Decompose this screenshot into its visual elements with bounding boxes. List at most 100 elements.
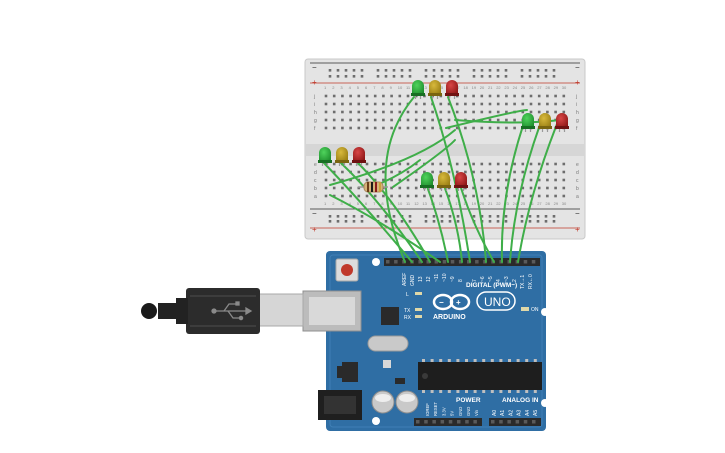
- breadboard-hole[interactable]: [496, 126, 500, 130]
- led-red[interactable]: [445, 80, 459, 99]
- breadboard-hole[interactable]: [390, 126, 393, 130]
- breadboard-hole[interactable]: [349, 102, 352, 106]
- breadboard-hole[interactable]: [341, 194, 344, 198]
- breadboard-hole[interactable]: [341, 126, 344, 130]
- breadboard-hole[interactable]: [472, 162, 475, 166]
- rail-hole[interactable]: [536, 75, 540, 78]
- breadboard-hole[interactable]: [406, 126, 410, 130]
- rail-hole[interactable]: [328, 69, 332, 72]
- rail-hole[interactable]: [448, 215, 452, 218]
- breadboard-hole[interactable]: [513, 170, 516, 174]
- breadboard-hole[interactable]: [431, 126, 434, 130]
- jumper-wire[interactable]: [445, 109, 528, 129]
- breadboard-hole[interactable]: [554, 162, 557, 166]
- breadboard-hole[interactable]: [390, 110, 393, 114]
- breadboard-hole[interactable]: [562, 94, 566, 98]
- breadboard-hole[interactable]: [382, 194, 385, 198]
- breadboard-hole[interactable]: [398, 94, 402, 98]
- breadboard-hole[interactable]: [349, 162, 352, 166]
- breadboard-hole[interactable]: [332, 94, 336, 98]
- breadboard-hole[interactable]: [447, 162, 451, 166]
- breadboard-hole[interactable]: [349, 126, 352, 130]
- rail-hole[interactable]: [472, 215, 476, 218]
- breadboard-hole[interactable]: [357, 94, 361, 98]
- rail-hole[interactable]: [480, 75, 484, 78]
- power-header[interactable]: [414, 418, 482, 426]
- rail-hole[interactable]: [536, 69, 540, 72]
- breadboard-hole[interactable]: [439, 170, 443, 174]
- breadboard-hole[interactable]: [423, 102, 426, 106]
- breadboard-hole[interactable]: [423, 118, 426, 122]
- rail-hole[interactable]: [456, 220, 460, 223]
- breadboard-hole[interactable]: [521, 162, 525, 166]
- breadboard-hole[interactable]: [382, 110, 385, 114]
- breadboard-hole[interactable]: [431, 170, 434, 174]
- breadboard-hole[interactable]: [414, 186, 418, 190]
- rail-hole[interactable]: [376, 69, 380, 72]
- breadboard-hole[interactable]: [398, 102, 402, 106]
- led-green[interactable]: [318, 147, 332, 166]
- breadboard-hole[interactable]: [505, 162, 508, 166]
- breadboard-hole[interactable]: [390, 118, 393, 122]
- rail-hole[interactable]: [544, 69, 548, 72]
- breadboard-hole[interactable]: [423, 110, 426, 114]
- rail-hole[interactable]: [384, 215, 388, 218]
- breadboard-hole[interactable]: [332, 126, 336, 130]
- breadboard-hole[interactable]: [488, 162, 492, 166]
- breadboard-hole[interactable]: [546, 102, 549, 106]
- rail-hole[interactable]: [352, 220, 356, 223]
- breadboard-hole[interactable]: [464, 94, 467, 98]
- breadboard-hole[interactable]: [390, 102, 393, 106]
- jumper-wire[interactable]: [329, 129, 456, 186]
- breadboard-hole[interactable]: [447, 118, 451, 122]
- breadboard-hole[interactable]: [332, 186, 336, 190]
- breadboard-hole[interactable]: [349, 194, 352, 198]
- breadboard-hole[interactable]: [357, 126, 361, 130]
- breadboard-hole[interactable]: [537, 178, 541, 182]
- breadboard-hole[interactable]: [439, 102, 443, 106]
- breadboard-hole[interactable]: [398, 110, 402, 114]
- rail-hole[interactable]: [480, 215, 484, 218]
- rail-hole[interactable]: [544, 75, 548, 78]
- breadboard-hole[interactable]: [455, 126, 459, 130]
- rail-hole[interactable]: [392, 69, 396, 72]
- breadboard-hole[interactable]: [341, 94, 344, 98]
- rail-hole[interactable]: [400, 75, 404, 78]
- breadboard-hole[interactable]: [414, 126, 418, 130]
- breadboard-hole[interactable]: [513, 162, 516, 166]
- breadboard-hole[interactable]: [513, 194, 516, 198]
- rail-hole[interactable]: [344, 69, 348, 72]
- led-yellow[interactable]: [437, 172, 451, 191]
- led-yellow[interactable]: [335, 147, 349, 166]
- jumper-wire[interactable]: [454, 119, 561, 124]
- rail-hole[interactable]: [336, 215, 340, 218]
- breadboard-hole[interactable]: [472, 94, 475, 98]
- breadboard-hole[interactable]: [373, 162, 377, 166]
- rail-hole[interactable]: [328, 215, 332, 218]
- rail-hole[interactable]: [544, 215, 548, 218]
- breadboard-hole[interactable]: [365, 126, 369, 130]
- breadboard-hole[interactable]: [554, 94, 557, 98]
- rail-hole[interactable]: [384, 69, 388, 72]
- breadboard-hole[interactable]: [521, 186, 525, 190]
- breadboard-hole[interactable]: [546, 94, 549, 98]
- breadboard-hole[interactable]: [373, 94, 377, 98]
- breadboard-hole[interactable]: [513, 178, 516, 182]
- breadboard-hole[interactable]: [423, 126, 426, 130]
- breadboard-hole[interactable]: [480, 186, 484, 190]
- breadboard-hole[interactable]: [529, 162, 533, 166]
- breadboard-hole[interactable]: [324, 102, 328, 106]
- breadboard-hole[interactable]: [398, 178, 402, 182]
- breadboard-hole[interactable]: [488, 170, 492, 174]
- rail-hole[interactable]: [360, 69, 364, 72]
- rail-hole[interactable]: [440, 220, 444, 223]
- breadboard-hole[interactable]: [521, 170, 525, 174]
- breadboard-hole[interactable]: [341, 110, 344, 114]
- jumper-wire[interactable]: [322, 161, 413, 263]
- rail-hole[interactable]: [384, 75, 388, 78]
- breadboard-hole[interactable]: [505, 186, 508, 190]
- rail-hole[interactable]: [504, 220, 508, 223]
- breadboard-hole[interactable]: [332, 178, 336, 182]
- breadboard-hole[interactable]: [496, 118, 500, 122]
- rail-hole[interactable]: [408, 220, 412, 223]
